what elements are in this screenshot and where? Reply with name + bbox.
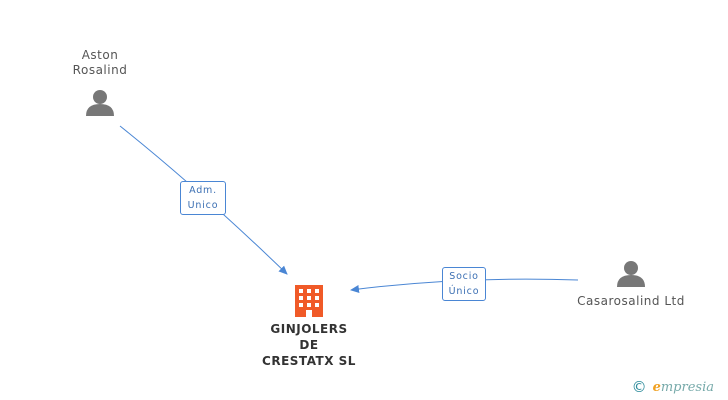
company-name-line1: GINJOLERS	[270, 322, 348, 336]
person-icon-aston[interactable]	[86, 90, 114, 116]
watermark: © empresia	[632, 378, 714, 396]
node-label-aston[interactable]: Aston Rosalind	[50, 48, 150, 78]
company-name-line3: CRESTATX SL	[262, 354, 356, 368]
building-icon[interactable]	[295, 285, 323, 317]
edge-label-socio-unico-line1: Socio	[449, 271, 479, 282]
copyright-icon: ©	[631, 378, 647, 396]
edge-label-adm-unico: Adm. Unico	[180, 181, 226, 215]
edge-label-socio-unico-line2: Único	[448, 286, 480, 297]
edge-label-adm-unico-line1: Adm.	[189, 185, 217, 196]
node-label-casarosalind[interactable]: Casarosalind Ltd	[577, 294, 685, 308]
brand-initial: e	[652, 379, 661, 395]
brand-rest: mpresia	[660, 379, 714, 395]
company-name[interactable]: GINJOLERS DE CRESTATX SL	[250, 321, 368, 369]
edge-label-socio-unico: Socio Único	[442, 267, 486, 301]
edge-label-adm-unico-line2: Unico	[187, 200, 219, 211]
brand-logo: empresia	[653, 380, 714, 395]
node-label-aston-line1: Aston	[81, 48, 119, 62]
company-name-line2: DE	[299, 338, 319, 352]
person-icon-casarosalind[interactable]	[617, 261, 645, 287]
node-label-aston-line2: Rosalind	[72, 63, 128, 77]
